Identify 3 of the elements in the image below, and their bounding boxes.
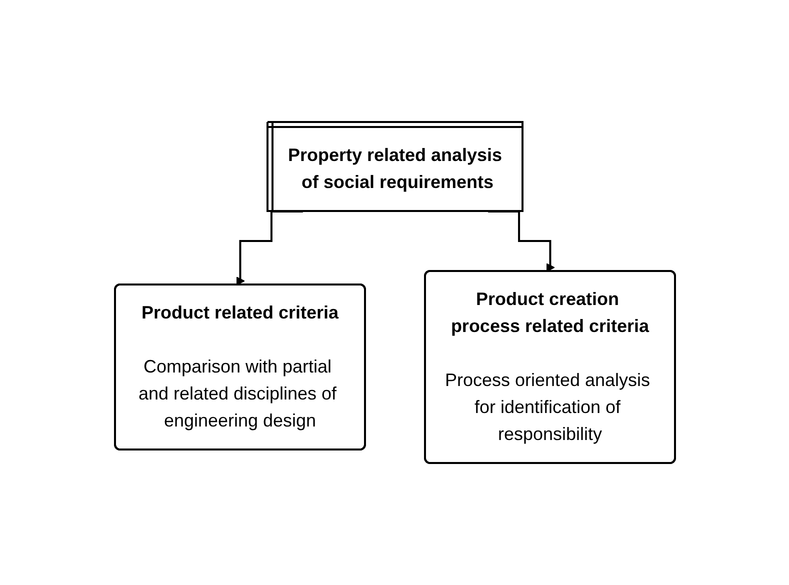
node-text: Property related analysis of social requirements xyxy=(287,145,502,192)
node-text: Product creation process related criteria Process oriented analysis for identification of responsibility xyxy=(444,289,650,444)
node-text: Product related criteria Comparison with partial and related disciplines of engineering design xyxy=(138,302,338,430)
